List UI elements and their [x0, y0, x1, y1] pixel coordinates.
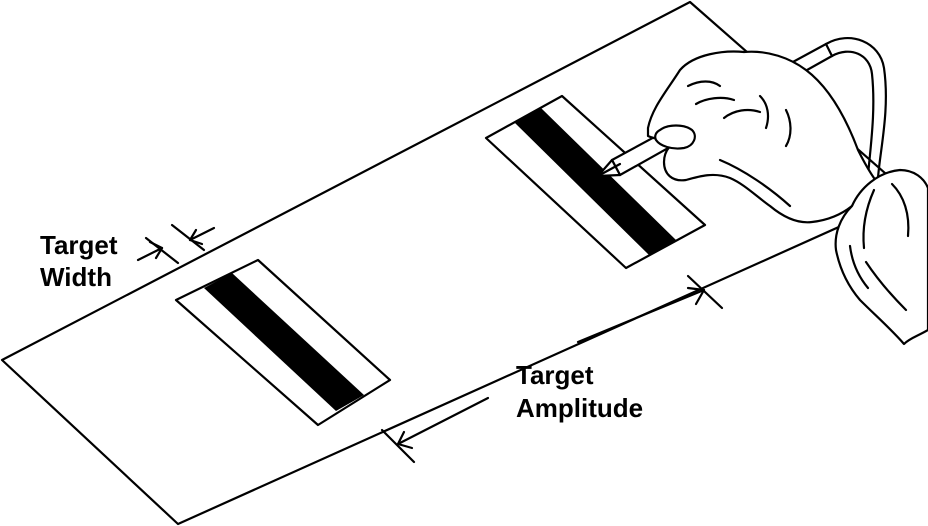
width-arrow-left-head — [148, 240, 164, 260]
width-arrow-right-shaft — [188, 226, 216, 242]
amplitude-upper-tick — [686, 274, 724, 310]
target-width-label-line1: Target — [40, 230, 118, 260]
sleeve-fold-3 — [864, 260, 908, 312]
amplitude-lower-arrowhead — [396, 430, 414, 450]
right-target — [484, 94, 707, 270]
left-target-stripe — [204, 273, 364, 411]
hand-thumb — [654, 124, 696, 150]
hand-finger-crease-1 — [686, 80, 722, 88]
right-target-stripe — [515, 108, 676, 255]
hand-knuckle-1 — [758, 94, 770, 130]
hand-knuckle-2 — [784, 108, 792, 148]
stylus-cord-inner — [830, 50, 875, 178]
width-arrow-left-shaft — [136, 246, 164, 262]
sleeve-fold-1 — [862, 188, 876, 250]
amplitude-lower-tick — [380, 428, 416, 464]
width-arrow-right-head — [188, 228, 204, 246]
width-marker-right-tick — [170, 223, 206, 252]
amplitude-lower-shaft — [396, 396, 490, 446]
sleeve-outline — [834, 168, 928, 346]
stylus-cord — [824, 36, 887, 180]
stylus-nib-line — [596, 162, 622, 178]
sleeve-fold-4 — [848, 244, 870, 290]
amplitude-upper-shaft — [576, 288, 706, 344]
hand-palm-line — [718, 158, 792, 208]
hand-outline — [646, 50, 884, 224]
target-amplitude-dimension — [380, 274, 724, 464]
target-amplitude-label-line2: Amplitude — [516, 393, 643, 423]
hand-holding-stylus-icon — [596, 36, 928, 346]
amplitude-upper-arrowhead — [686, 286, 706, 306]
hand-finger-crease-2 — [694, 96, 736, 106]
hand-finger-crease-3 — [722, 108, 762, 120]
target-width-dimension — [136, 223, 216, 265]
left-target — [174, 258, 392, 427]
sleeve-fold-2 — [890, 182, 910, 238]
target-width-label-line2: Width — [40, 262, 112, 292]
target-amplitude-label-line1: Target — [516, 360, 594, 390]
